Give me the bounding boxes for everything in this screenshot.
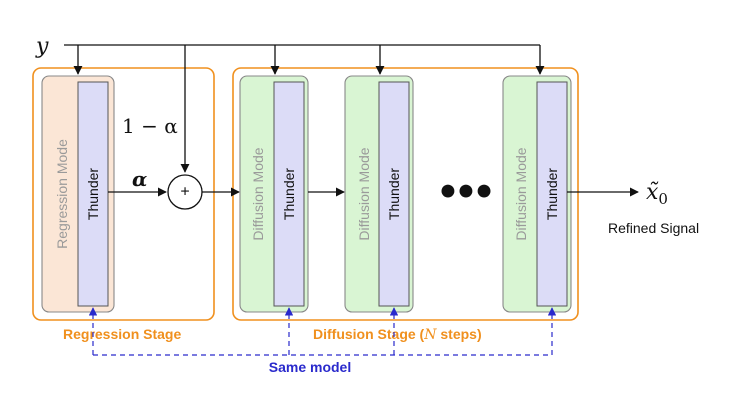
diffusion-mode-label-1: Diffusion Mode — [250, 147, 266, 240]
same-model-label: Same model — [269, 359, 351, 375]
thunder-label-2: Thunder — [281, 168, 297, 220]
refined-signal-label: Refined Signal — [608, 220, 699, 236]
diffusion-stage-suffix: steps) — [436, 326, 481, 342]
diffusion-module-1: Diffusion Mode Thunder — [239, 75, 309, 313]
regression-stage-label: Regression Stage — [63, 326, 181, 342]
diffusion-module-3: Diffusion Mode Thunder — [502, 75, 572, 313]
diffusion-stage-label: Diffusion Stage (N steps) — [313, 326, 482, 343]
ellipsis-dots: ●●● — [439, 174, 493, 207]
thunder-block-3 — [378, 81, 410, 307]
output-x0-label: x̃0 — [646, 180, 668, 208]
diffusion-mode-label-3: Diffusion Mode — [513, 147, 529, 240]
output-x-tilde: x̃ — [646, 180, 659, 205]
thunder-label-4: Thunder — [544, 168, 560, 220]
regression-stage-box — [32, 67, 215, 321]
alpha-label: α — [132, 167, 147, 191]
diffusion-module-2: Diffusion Mode Thunder — [344, 75, 414, 313]
plus-sign: + — [180, 184, 189, 201]
diffusion-stage-prefix: Diffusion Stage ( — [313, 326, 425, 342]
one-minus-alpha-label: 1 − α — [122, 114, 178, 138]
output-subscript: 0 — [658, 190, 668, 208]
thunder-block-2 — [273, 81, 305, 307]
diffusion-mode-label-2: Diffusion Mode — [356, 147, 372, 240]
thunder-label-1: Thunder — [85, 168, 101, 220]
input-y-label: y — [35, 34, 49, 59]
thunder-block-4 — [536, 81, 568, 307]
thunder-block-1 — [77, 81, 109, 307]
regression-mode-label: Regression Mode — [54, 139, 70, 249]
diffusion-stage-n: N — [423, 327, 437, 343]
same-model-connector — [88, 307, 557, 356]
regression-module: Regression Mode Thunder — [41, 75, 115, 313]
thunder-label-3: Thunder — [386, 168, 402, 220]
